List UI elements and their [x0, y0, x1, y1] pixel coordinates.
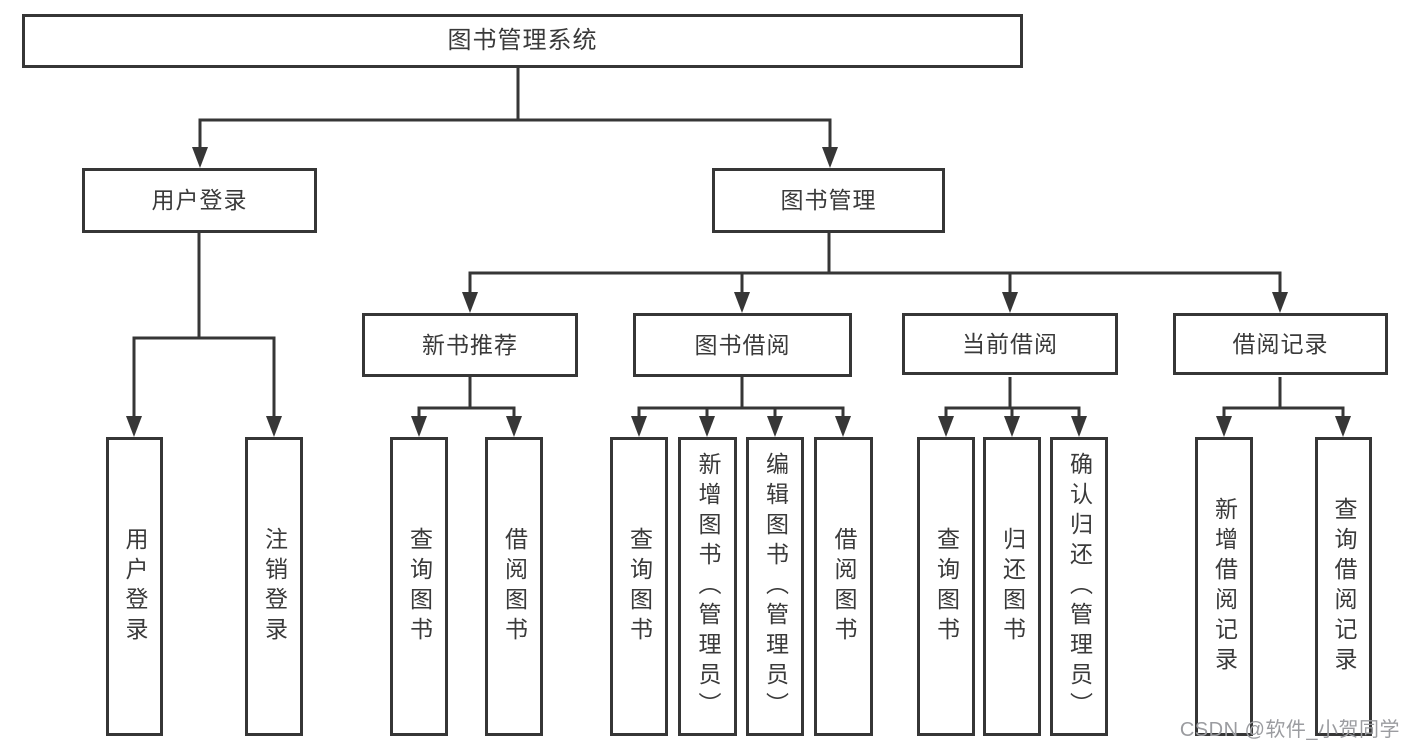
node-book-borrowing: 图书借阅	[633, 313, 852, 377]
node-leaf-query-borrow-record: 查询借阅记录	[1315, 437, 1372, 736]
csdn-watermark: CSDN @软件_小贺同学	[1179, 719, 1400, 741]
node-current-borrowing: 当前借阅	[902, 313, 1118, 375]
connector-lines	[132, 68, 1345, 420]
arrowhead-icons	[126, 147, 1351, 437]
node-leaf-query-books-borrowing: 查询图书	[610, 437, 668, 736]
node-leaf-query-books-current: 查询图书	[917, 437, 975, 736]
node-leaf-user-login: 用户登录	[106, 437, 163, 736]
node-leaf-add-books-admin: 新增图书（管理员）	[678, 437, 737, 736]
node-leaf-confirm-return-admin: 确认归还（管理员）	[1050, 437, 1108, 736]
node-leaf-borrow-books-recommend: 借阅图书	[485, 437, 543, 736]
node-new-book-recommend: 新书推荐	[362, 313, 578, 377]
node-book-management: 图书管理	[712, 168, 945, 233]
node-user-login: 用户登录	[82, 168, 317, 233]
node-leaf-add-borrow-record: 新增借阅记录	[1195, 437, 1253, 736]
node-leaf-return-books: 归还图书	[983, 437, 1041, 736]
node-leaf-edit-books-admin: 编辑图书（管理员）	[746, 437, 804, 736]
node-root-library-system: 图书管理系统	[22, 14, 1023, 68]
node-leaf-query-books-recommend: 查询图书	[390, 437, 448, 736]
node-leaf-logout: 注销登录	[245, 437, 303, 736]
node-leaf-borrow-books: 借阅图书	[814, 437, 873, 736]
node-borrow-records: 借阅记录	[1173, 313, 1388, 375]
